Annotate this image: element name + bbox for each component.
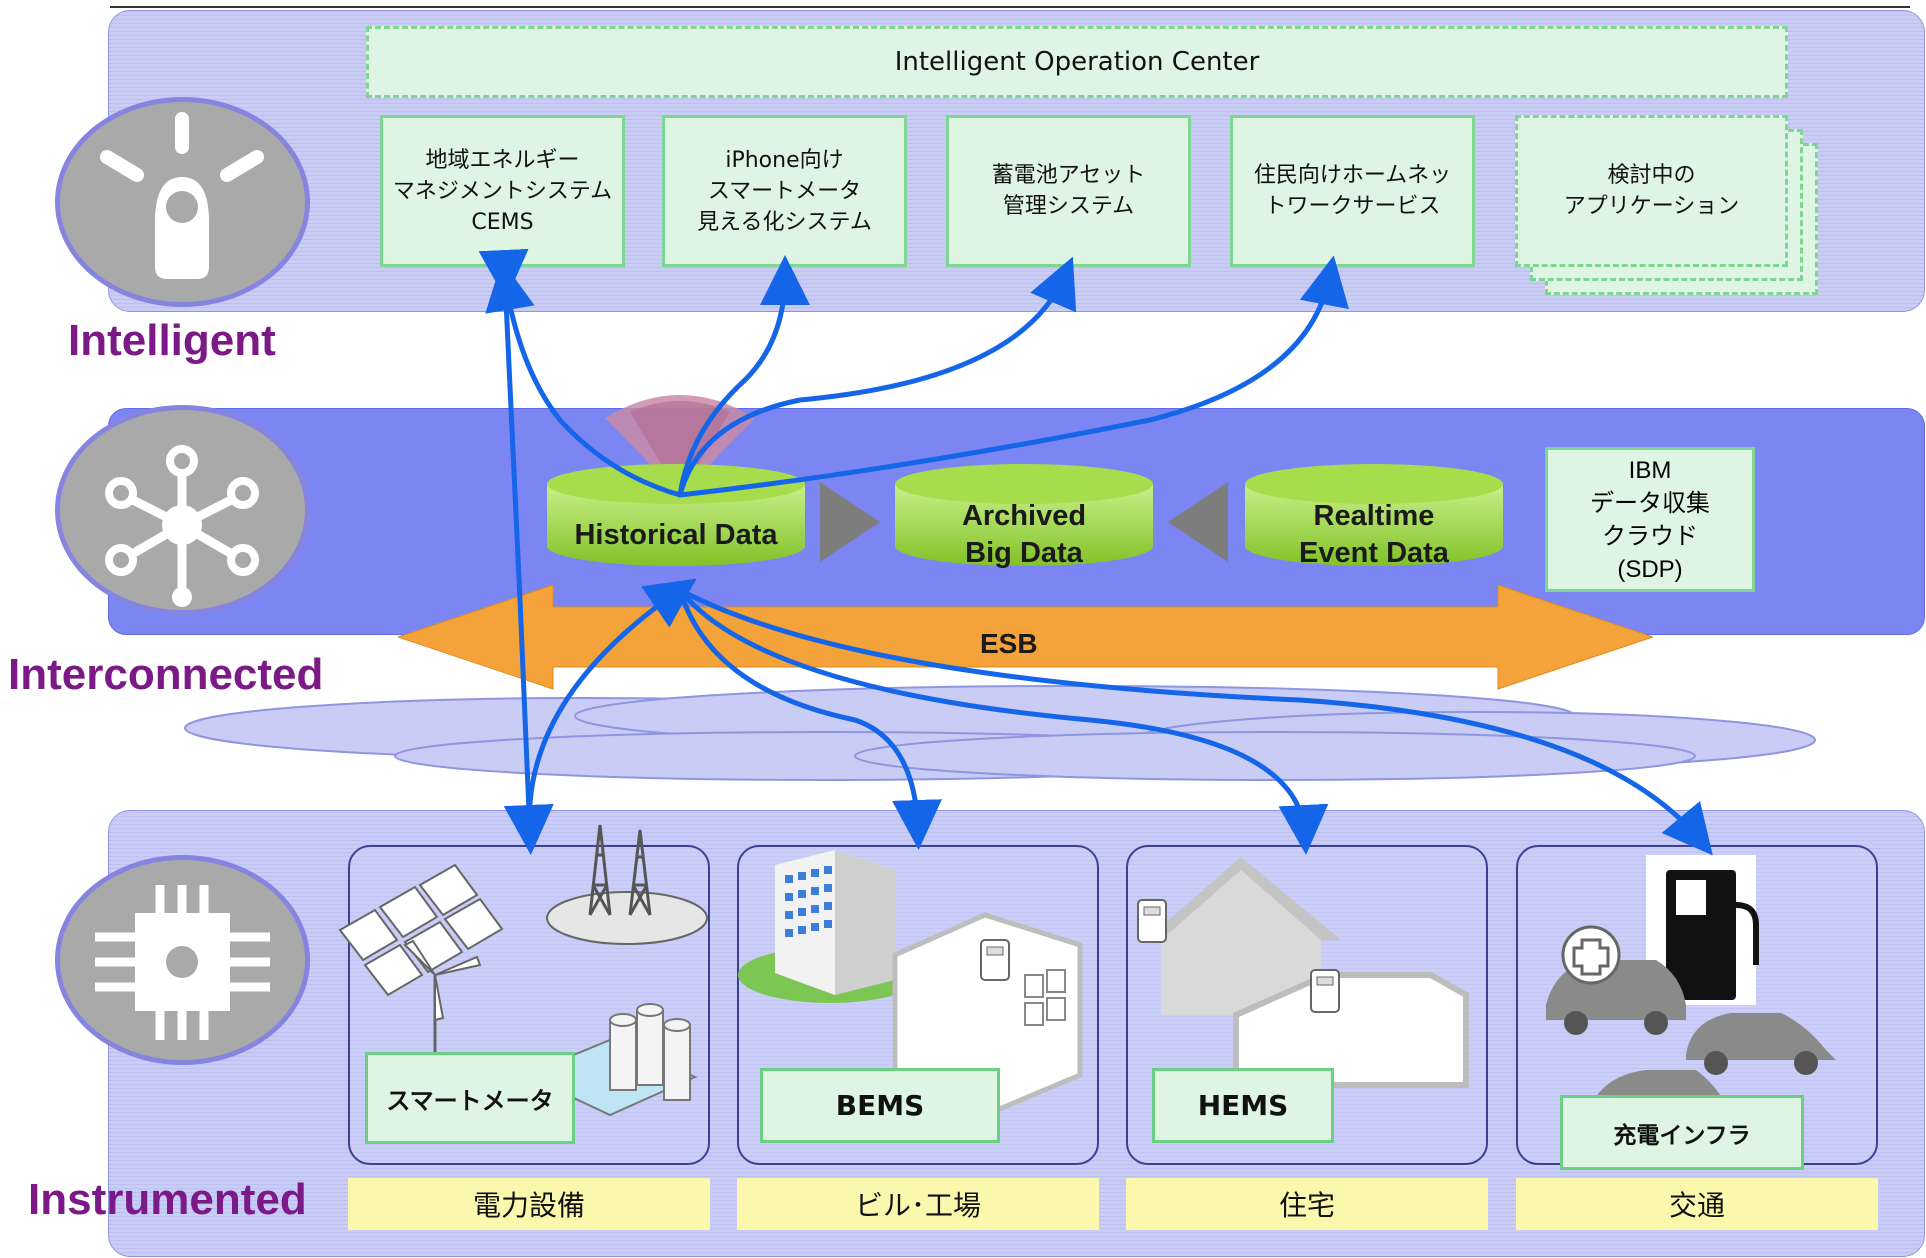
archived-data-cylinder [895, 464, 1153, 566]
hems-label: HEMS [1152, 1068, 1334, 1143]
chip-icon [95, 885, 270, 1040]
network-hub-icon [105, 445, 259, 607]
historical-data-label: Historical Data [574, 518, 778, 551]
app-home-network: 住民向けホームネッ トワークサービス [1230, 115, 1475, 267]
ioc-box: Intelligent Operation Center [366, 26, 1788, 98]
flow-triangle-left [1168, 482, 1228, 562]
bems-label: BEMS [760, 1068, 1000, 1143]
interconnected-label: Interconnected [8, 650, 324, 699]
category-house: 住宅 [1126, 1178, 1488, 1230]
house-illustration [1137, 857, 1469, 1088]
historical-data-cylinder [547, 464, 805, 566]
app-iphone-meter: iPhone向け スマートメータ 見える化システム [662, 115, 907, 267]
realtime-data-label: Realtime Event Data [1299, 500, 1449, 569]
category-transport: 交通 [1516, 1178, 1878, 1230]
app-pending: 検討中の アプリケーション [1515, 115, 1788, 267]
charging-infra-label: 充電インフラ [1560, 1095, 1804, 1170]
power-plant-illustration [338, 824, 708, 1117]
archived-data-label: Archived Big Data [961, 500, 1087, 569]
smart-meter-label: スマートメータ [365, 1052, 575, 1144]
intelligent-label: Intelligent [68, 316, 276, 365]
esb-label: ESB [980, 628, 1038, 659]
top-rule [110, 6, 1910, 8]
category-power: 電力設備 [348, 1178, 710, 1230]
app-cems: 地域エネルギー マネジメントシステム CEMS [380, 115, 625, 267]
ibm-cloud-box: IBM データ収集 クラウド (SDP) [1545, 447, 1755, 592]
lightbulb-icon [100, 112, 264, 279]
instrumented-label: Instrumented [28, 1175, 307, 1224]
flow-triangle-right [820, 482, 880, 562]
category-building: ビル･工場 [737, 1178, 1099, 1230]
building-illustration [738, 850, 1083, 1118]
realtime-data-cylinder [1245, 464, 1503, 566]
